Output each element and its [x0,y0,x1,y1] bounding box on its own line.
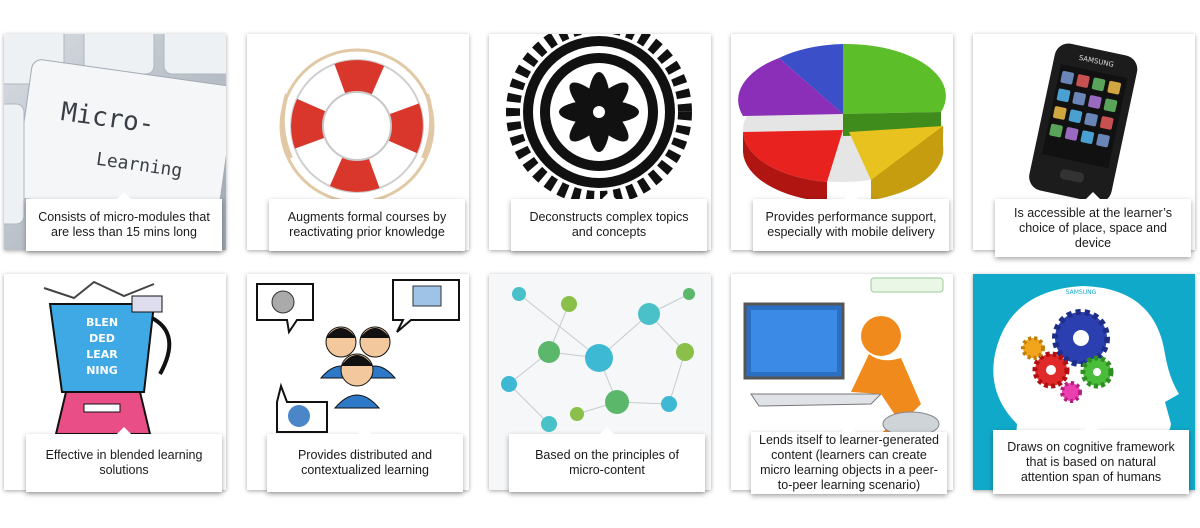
caption-text: Lends itself to learner-generated conten… [759,433,939,492]
caption-text: Is accessible at the learner’s choice of… [1014,205,1172,250]
blender-text-2: DED [89,332,115,345]
card-lifebuoy: Augments formal courses by reactivating … [247,34,469,251]
card-caption: Draws on cognitive framework that is bas… [993,423,1189,494]
people-network-image [247,274,469,490]
card-caption: Is accessible at the learner’s choice of… [995,192,1191,257]
blender-text-4: NING [86,364,118,377]
mobile-phone-image: SAMSUNG [973,34,1195,250]
lifebuoy-image [247,34,469,250]
card-head-gears: SAMSUNG Draws on cognitive framework tha… [973,274,1195,494]
card-caption: Based on the principles of micro-content [509,427,705,492]
pie-chart-icon [731,34,953,250]
gear-icon [489,34,711,250]
card-network: Based on the principles of micro-content [489,274,711,492]
card-computer-user: Lends itself to learner-generated conten… [731,274,953,494]
card-blender: BLEN DED LEAR NING Effective in blended … [4,274,226,492]
head-brand-text: SAMSUNG [1066,289,1097,296]
card-caption: Augments formal courses by reactivating … [269,192,465,251]
computer-user-image [731,274,953,490]
card-micro-learning: Micro- Learning Consists of micro-module… [4,34,226,251]
card-caption: Deconstructs complex topics and concepts [511,192,707,251]
card-caption: Provides performance support, especially… [753,192,949,251]
card-caption: Consists of micro-modules that are less … [26,192,222,251]
caption-text: Based on the principles of micro-content [535,448,679,477]
card-caption: Lends itself to learner-generated conten… [751,425,947,494]
card-caption: Effective in blended learning solutions [26,427,222,492]
caption-text: Provides performance support, especially… [765,210,937,239]
caption-text: Provides distributed and contextualized … [297,448,433,477]
card-phone: SAMSUNG Is accessible at the learner’s c… [973,34,1195,257]
caption-text: Effective in blended learning solutions [45,448,203,477]
caption-text: Deconstructs complex topics and concepts [529,210,689,239]
caption-text: Draws on cognitive framework that is bas… [1007,439,1175,484]
card-pie: Provides performance support, especially… [731,34,953,251]
card-people: Provides distributed and contextualized … [247,274,469,492]
keyboard-key-image: Micro- Learning [4,34,226,250]
card-gear: Deconstructs complex topics and concepts [489,34,711,251]
blender-text-1: BLEN [86,316,118,329]
caption-text: Augments formal courses by reactivating … [287,210,447,239]
blender-image: BLEN DED LEAR NING [4,274,226,490]
blender-text-3: LEAR [86,348,118,361]
caption-text: Consists of micro-modules that are less … [38,210,210,239]
card-caption: Provides distributed and contextualized … [267,427,463,492]
